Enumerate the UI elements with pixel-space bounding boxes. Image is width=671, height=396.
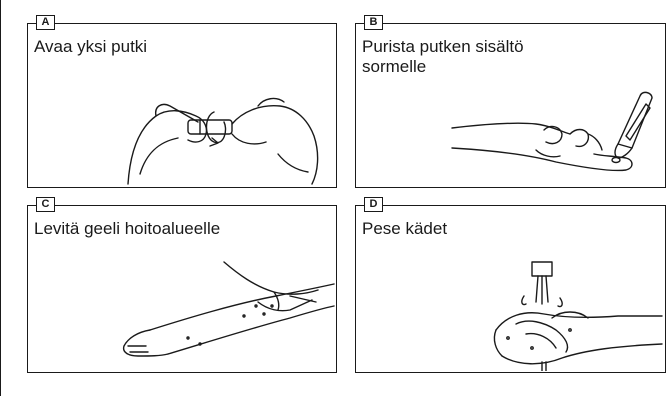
panel-d: D Pese kädet bbox=[355, 205, 666, 373]
panel-a: A Avaa yksi putki bbox=[27, 23, 337, 188]
left-border-line bbox=[0, 0, 1, 396]
wash-hands-illustration bbox=[356, 206, 664, 371]
squeeze-tube-illustration bbox=[356, 24, 664, 186]
open-tube-illustration bbox=[28, 24, 336, 186]
panel-c: C Levitä geeli hoitoalueelle bbox=[27, 205, 337, 373]
apply-gel-illustration bbox=[28, 206, 336, 371]
panel-b: B Purista putken sisältö sormelle bbox=[355, 23, 666, 188]
